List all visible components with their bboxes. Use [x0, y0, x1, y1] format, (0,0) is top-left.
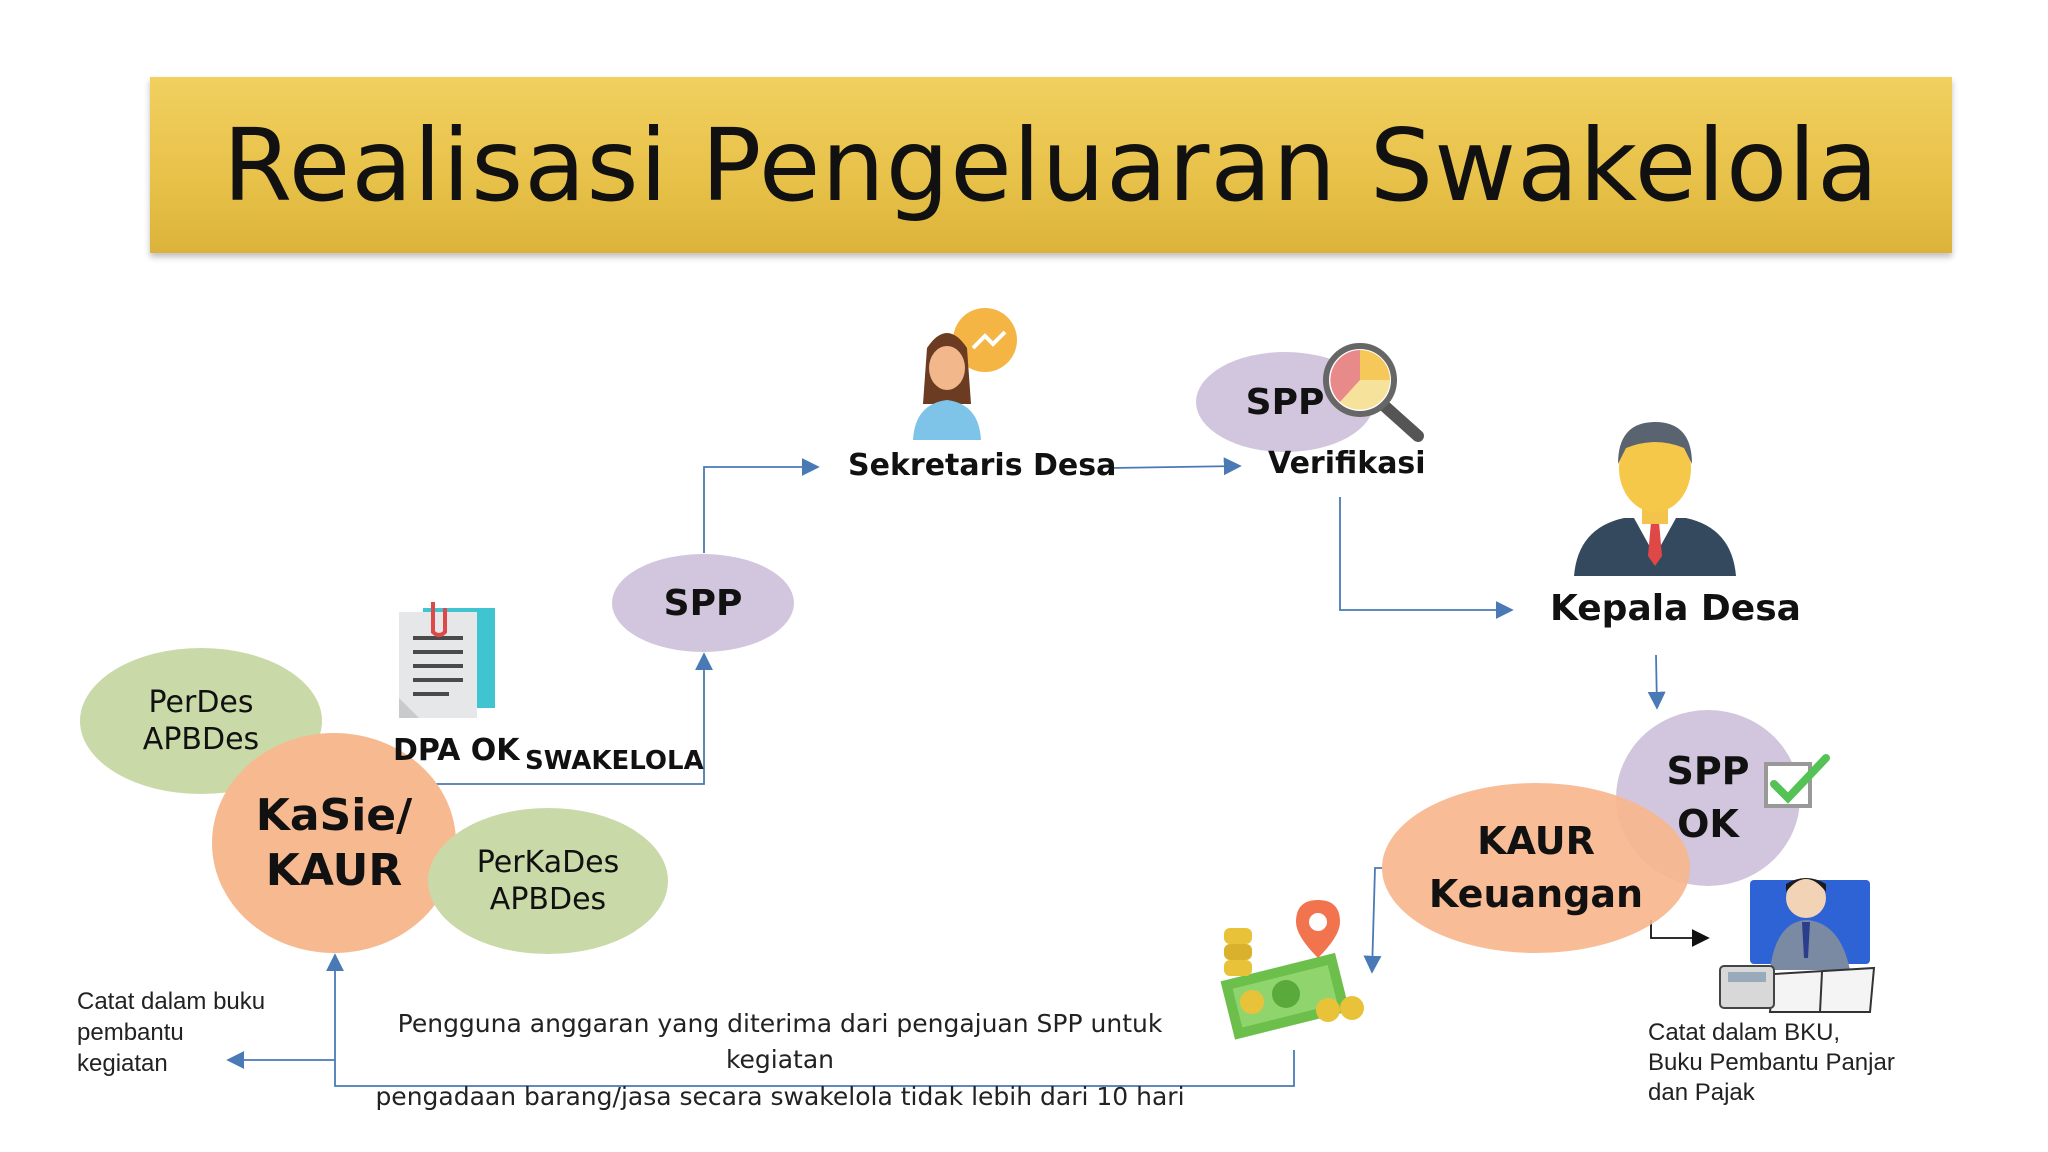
arrow-sekretaris-to-verifikasi	[1109, 457, 1242, 476]
catat-bku-line1: Catat dalam BKU,	[1648, 1019, 1841, 1046]
dpa-ok-label: DPA OK	[393, 733, 520, 768]
catat-buku-line1: Catat dalam buku	[77, 988, 266, 1015]
woman-avatar-icon	[913, 308, 1017, 440]
sekretaris-desa-label: Sekretaris Desa	[848, 448, 1117, 483]
checkbox-check-icon	[1764, 754, 1830, 808]
money-location-icon	[1220, 900, 1364, 1040]
spp-ellipse: SPP	[612, 554, 794, 652]
swakelola-label: SWAKELOLA	[525, 746, 704, 776]
kasie-line2: KAUR	[265, 845, 403, 896]
arrow-dpa-to-spp	[428, 652, 713, 785]
catat-buku-note: Catat dalam buku pembantu kegiatan	[77, 986, 265, 1080]
kaur-keu-line2: Keuangan	[1428, 872, 1644, 916]
kasie-kaur-ellipse: KaSie/ KAUR	[212, 733, 456, 953]
spp-verif-label: SPP	[1245, 381, 1325, 423]
arrow-kaur-to-money	[1363, 867, 1382, 974]
arrow-money-to-kasie	[326, 953, 1295, 1087]
accountant-icon	[1719, 878, 1876, 1013]
arrow-spp-to-sekretaris	[703, 458, 820, 553]
kasie-line1: KaSie/	[255, 790, 413, 841]
perkades-line2: APBDes	[489, 882, 607, 917]
spp-label: SPP	[663, 582, 743, 624]
spp-ok-line2: OK	[1677, 802, 1739, 846]
kaur-keuangan-ellipse: KAUR Keuangan	[1382, 783, 1690, 953]
spp-ok-line1: SPP	[1666, 748, 1750, 793]
pengguna-anggaran-note: Pengguna anggaran yang diterima dari pen…	[350, 1006, 1210, 1115]
verifikasi-label: Verifikasi	[1268, 446, 1426, 481]
man-avatar-icon	[1574, 422, 1736, 576]
catat-buku-line2: pembantu	[77, 1019, 184, 1047]
magnifier-chart-icon	[1323, 343, 1424, 442]
pengguna-line2: pengadaan barang/jasa secara swakelola t…	[375, 1081, 1185, 1111]
catat-bku-line2: Buku Pembantu Panjar	[1648, 1049, 1895, 1076]
kaur-keu-line1: KAUR	[1477, 818, 1595, 863]
perkades-ellipse: PerKaDes APBDes	[428, 808, 668, 954]
pengguna-line1: Pengguna anggaran yang diterima dari pen…	[397, 1009, 1163, 1075]
catat-buku-line3: kegiatan	[77, 1050, 168, 1078]
catat-bku-line3: dan Pajak	[1648, 1079, 1755, 1106]
kepala-desa-label: Kepala Desa	[1550, 588, 1801, 629]
page-title: Realisasi Pengeluaran Swakelola	[222, 106, 1880, 224]
document-icon	[399, 602, 495, 718]
catat-bku-note: Catat dalam BKU, Buku Pembantu Panjar da…	[1648, 1018, 1895, 1108]
arrow-kaur-to-bku	[1650, 920, 1710, 947]
perdes-line2: APBDes	[142, 722, 260, 757]
arrow-verifikasi-to-kepala	[1339, 497, 1514, 619]
perkades-line1: PerKaDes	[476, 844, 620, 880]
title-banner: Realisasi Pengeluaran Swakelola	[150, 77, 1952, 253]
arrow-kepala-to-sppok	[1647, 654, 1666, 710]
perdes-line1: PerDes	[148, 684, 254, 720]
